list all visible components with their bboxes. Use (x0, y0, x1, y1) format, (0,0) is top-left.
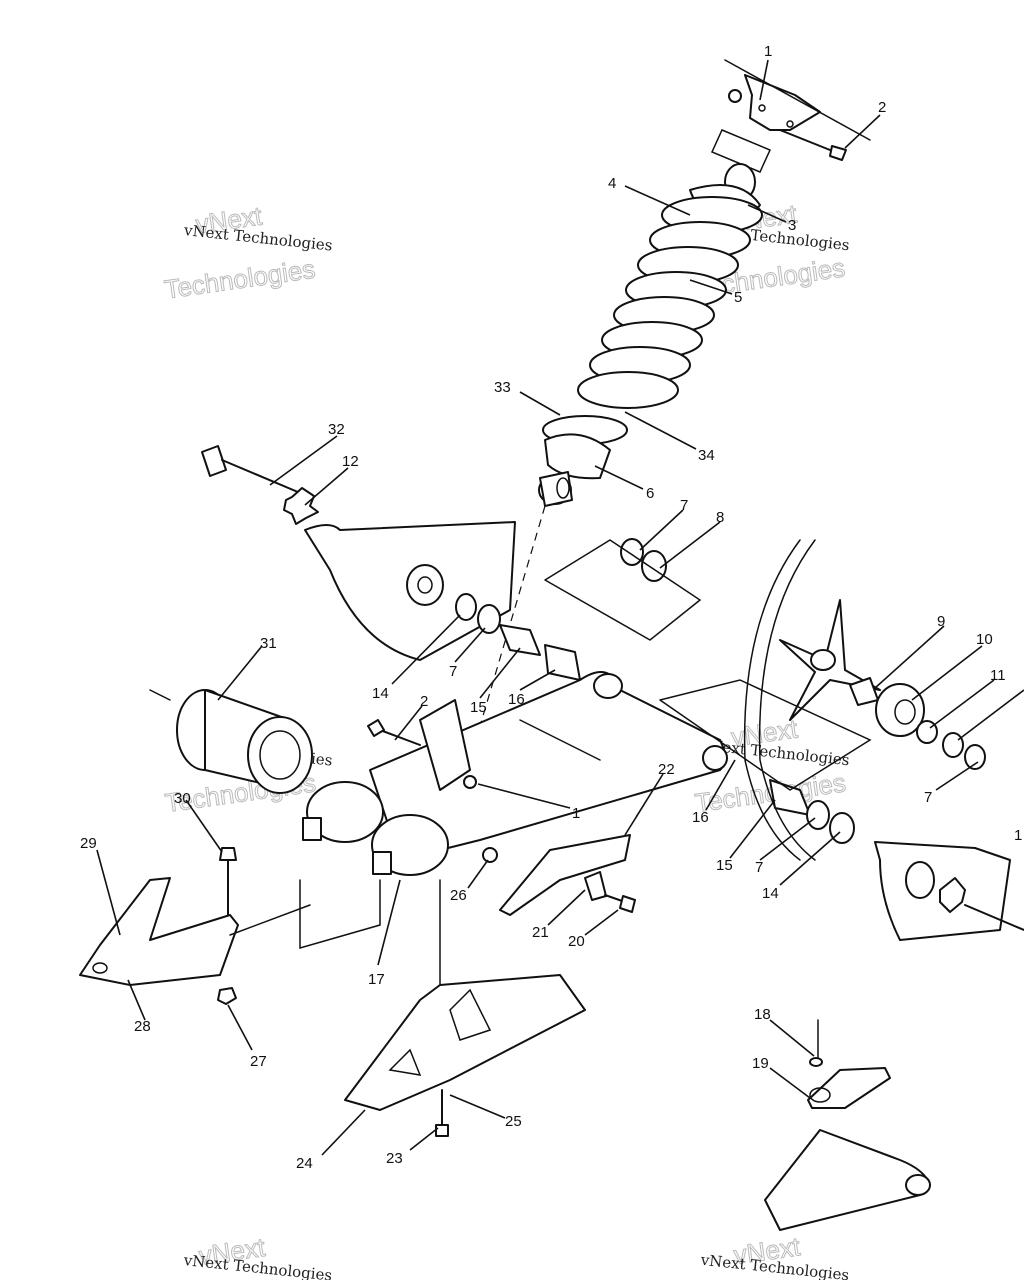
adjuster-collar (544, 433, 611, 480)
callout-9: 9 (937, 613, 945, 630)
callout-4: 4 (608, 175, 616, 192)
nut-icon (463, 775, 477, 789)
bolt-icon (379, 729, 421, 746)
callout-31: 31 (260, 635, 277, 652)
leader-lines (96, 59, 1024, 1156)
callout-17: 17 (368, 971, 385, 988)
callout-16: 16 (508, 691, 525, 708)
upper-shock-bracket (710, 59, 871, 173)
callout-33: 33 (494, 379, 511, 396)
pivot-bolt-upper (201, 445, 319, 525)
callout-16: 16 (692, 809, 709, 826)
bolt-icon (779, 129, 836, 153)
callout-6: 6 (646, 485, 654, 502)
callout-22: 22 (658, 761, 675, 778)
stop-bracket (499, 834, 631, 916)
washer-icon (806, 800, 830, 830)
bumper-icon (875, 683, 925, 737)
callout-26: 26 (450, 887, 467, 904)
washer-icon (477, 604, 501, 634)
washer-icon (455, 593, 477, 621)
left-side-panel (304, 521, 516, 661)
callout-12: 12 (342, 453, 359, 470)
bushing-icon (544, 644, 581, 681)
callout-labels: 1 2 3 4 5 6 33 34 32 12 7 8 9 10 11 7 1 … (80, 43, 1022, 1172)
washer-icon (964, 744, 986, 770)
callout-23: 23 (386, 1150, 403, 1167)
callout-2: 2 (878, 99, 886, 116)
callout-15: 15 (470, 699, 487, 716)
callout-7: 7 (680, 497, 688, 514)
callout-7: 7 (924, 789, 932, 806)
idler-wheel (743, 539, 881, 861)
callout-5: 5 (734, 289, 742, 306)
callout-11: 11 (990, 667, 1006, 684)
axle-housing (149, 689, 313, 794)
nut-icon (482, 847, 498, 863)
callout-18: 18 (754, 1006, 771, 1023)
callout-2: 2 (420, 693, 428, 710)
callout-19: 19 (752, 1055, 769, 1072)
front-mount-bracket (79, 877, 311, 986)
coil-spring (577, 196, 763, 409)
callout-1: 1 (572, 805, 580, 822)
nut-icon (217, 987, 237, 1005)
callout-8: 8 (716, 509, 724, 526)
a-arm-detail (764, 1019, 931, 1231)
washer-icon (620, 538, 644, 566)
callout-10: 10 (976, 631, 993, 648)
spacer-icon (584, 871, 607, 901)
star-washer-icon (939, 877, 966, 913)
callout-1: 1 (764, 43, 772, 60)
callout-28: 28 (134, 1018, 151, 1035)
skid-plate (344, 974, 586, 1111)
swing-arm (369, 671, 728, 861)
right-side-panel (874, 841, 1024, 941)
watermark-word: Technologies (163, 254, 317, 305)
callout-7: 7 (449, 663, 457, 680)
star-washer-icon (283, 487, 319, 525)
callout-7: 7 (755, 859, 763, 876)
clamp-pair (302, 781, 449, 876)
callout-14: 14 (762, 885, 779, 902)
callout-30: 30 (174, 790, 191, 807)
callout-15: 15 (716, 857, 733, 874)
callout-24: 24 (296, 1155, 313, 1172)
callout-34: 34 (698, 447, 715, 464)
callout-3: 3 (788, 217, 796, 234)
shock-absorber (469, 163, 763, 761)
callout-27: 27 (250, 1053, 267, 1070)
callout-32: 32 (328, 421, 345, 438)
callout-29: 29 (80, 835, 97, 852)
callout-1: 1 (1014, 827, 1022, 844)
callout-20: 20 (568, 933, 585, 950)
nut-icon (728, 89, 742, 103)
washer-icon (942, 732, 964, 758)
bushing-icon (499, 624, 541, 656)
callout-25: 25 (505, 1113, 522, 1130)
callout-21: 21 (532, 924, 549, 941)
callout-14: 14 (372, 685, 389, 702)
